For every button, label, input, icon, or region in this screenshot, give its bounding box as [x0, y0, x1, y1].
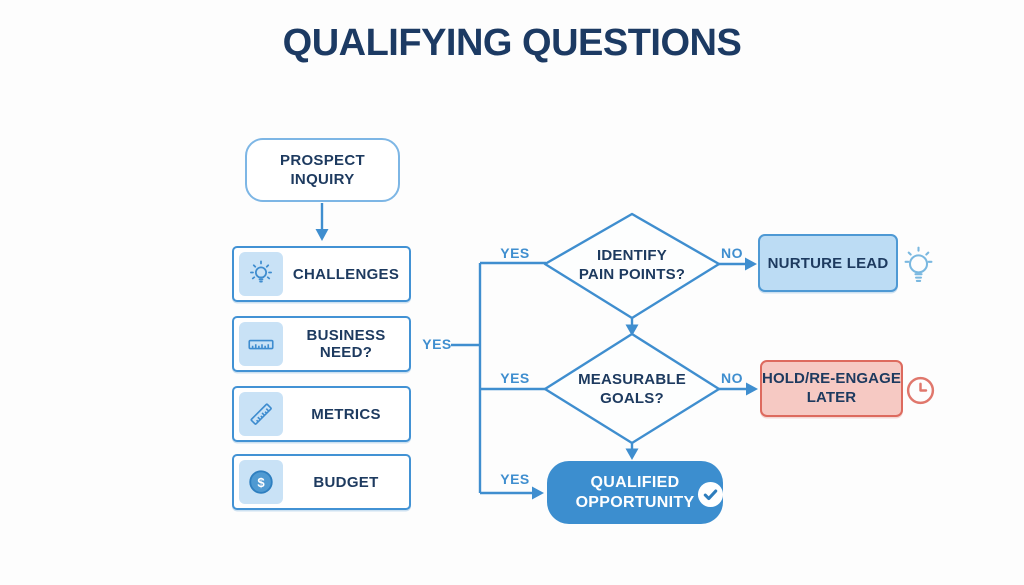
decision2-line2: GOALS? — [600, 390, 664, 407]
node-metrics: METRICS — [232, 386, 411, 442]
lightbulb-icon — [902, 243, 935, 293]
arrowhead-down-icon — [315, 229, 329, 241]
decision1-line2: PAIN POINTS? — [578, 266, 686, 283]
decision2-line1: MEASURABLE — [578, 370, 686, 388]
node-nurture-lead: NURTURE LEAD — [758, 234, 898, 292]
lightbulb-icon — [239, 252, 283, 296]
input-label-metrics: METRICS — [311, 405, 381, 423]
arrowhead-right-icon — [746, 382, 758, 396]
node-challenges: CHALLENGES — [232, 246, 411, 302]
arrowhead-down-icon — [625, 324, 639, 336]
input-label-business-need: BUSINESS NEED? — [306, 327, 386, 361]
node-budget: $ BUDGET — [232, 454, 411, 510]
start-label-line2: INQUIRY — [290, 171, 355, 188]
input-label-challenges: CHALLENGES — [292, 265, 400, 283]
flow-edges — [320, 203, 748, 495]
edge-label-yes-main: YES — [422, 336, 452, 352]
dollar-coin-icon: $ — [239, 460, 283, 504]
qualified-label-line1: QUALIFIED — [590, 473, 680, 491]
arrowheads — [315, 229, 758, 500]
node-qualified-opportunity: QUALIFIED OPPORTUNITY — [547, 461, 723, 524]
dollar-glyph: $ — [257, 475, 265, 490]
node-prospect-inquiry: PROSPECT INQUIRY — [245, 138, 400, 202]
ruler-diagonal-icon — [239, 392, 283, 436]
edge-label-yes-middle: YES — [500, 370, 530, 386]
page-title: QUALIFYING QUESTIONS — [282, 22, 742, 64]
edge-label-yes-bottom: YES — [500, 471, 530, 487]
edge-label-no-top: NO — [721, 245, 743, 261]
input-label-budget: BUDGET — [313, 473, 379, 491]
ruler-horizontal-icon — [239, 322, 283, 366]
edge-label-yes-top: YES — [500, 245, 530, 261]
arrowhead-right-icon — [745, 257, 757, 271]
arrowhead-right-icon — [532, 486, 544, 500]
clock-icon — [904, 374, 937, 407]
arrowhead-down-icon — [625, 448, 639, 460]
decision-label-measurable-goals: MEASURABLE GOALS? — [552, 365, 712, 413]
hold-label-line1: HOLD/RE-ENGAGE — [762, 369, 901, 387]
start-label-line1: PROSPECT — [280, 151, 365, 169]
edge-label-no-middle: NO — [721, 370, 743, 386]
node-business-need: BUSINESS NEED? — [232, 316, 411, 372]
decision1-line1: IDENTIFY — [597, 246, 667, 264]
nurture-lead-label: NURTURE LEAD — [767, 254, 889, 272]
check-circle-icon — [697, 481, 724, 508]
decision-diamond-pain-points — [543, 212, 721, 320]
qualified-label-line2: OPPORTUNITY — [575, 493, 695, 511]
decision-label-pain-points: IDENTIFY PAIN POINTS? — [552, 241, 712, 289]
hold-label-line2: LATER — [806, 388, 857, 406]
decision-diamond-measurable-goals — [543, 332, 721, 445]
node-hold-reengage: HOLD/RE-ENGAGE LATER — [760, 360, 903, 417]
